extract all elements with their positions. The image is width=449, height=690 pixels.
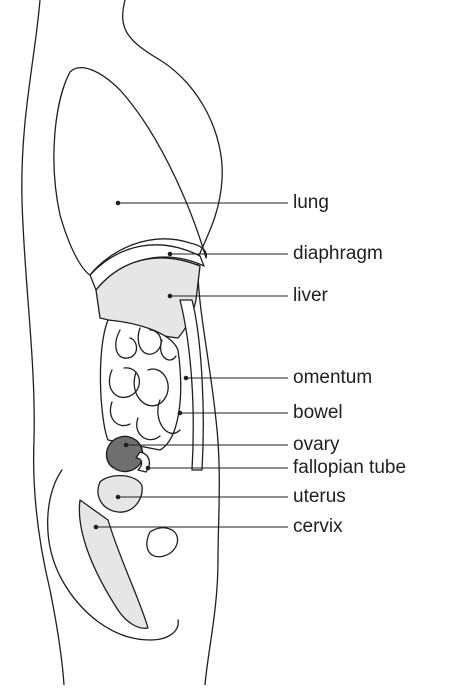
bowel-group	[100, 320, 180, 450]
uterus-shape	[98, 476, 142, 513]
cervix-shape	[79, 500, 148, 628]
label-diaphragm: diaphragm	[293, 244, 383, 263]
label-omentum: omentum	[293, 368, 372, 387]
label-fallopian-tube: fallopian tube	[293, 458, 406, 477]
label-cervix: cervix	[293, 517, 343, 536]
label-ovary: ovary	[293, 435, 339, 454]
label-uterus: uterus	[293, 487, 346, 506]
bladder-outline	[147, 528, 178, 557]
label-lung: lung	[293, 193, 329, 212]
ovary-shape	[107, 436, 143, 471]
lung-shape	[54, 68, 206, 275]
label-liver: liver	[293, 286, 328, 305]
label-bowel: bowel	[293, 403, 343, 422]
body-outline-back	[22, 0, 64, 685]
